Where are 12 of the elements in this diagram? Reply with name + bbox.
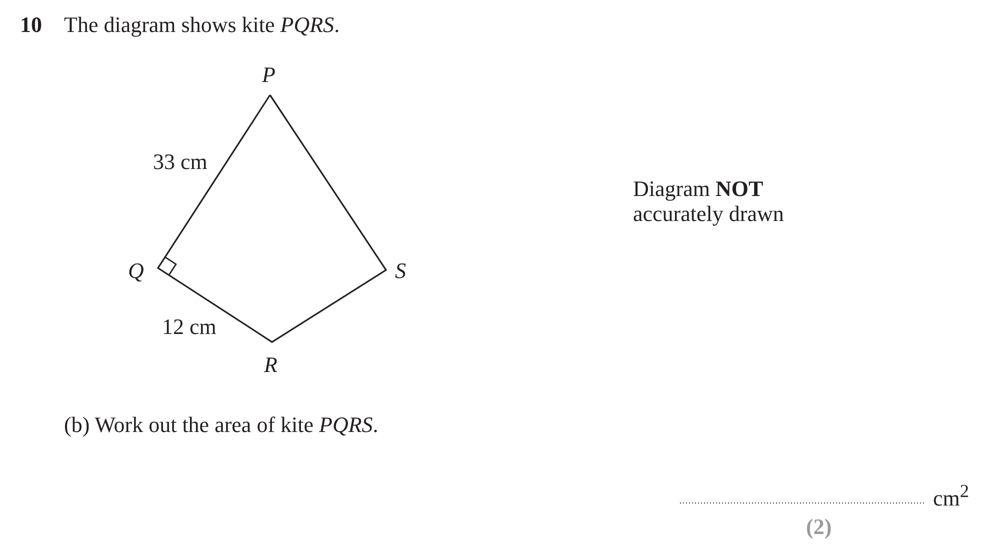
question-text: The diagram shows kite PQRS. bbox=[64, 12, 340, 38]
marks-label: (2) bbox=[806, 514, 832, 540]
dimension-label: 12 cm bbox=[162, 314, 216, 340]
vertex-label: P bbox=[262, 62, 276, 88]
dimension-label: 33 cm bbox=[153, 149, 208, 174]
question-number: 10 bbox=[20, 12, 42, 38]
vertex-label: R bbox=[264, 352, 278, 378]
diagram-note: Diagram NOT accurately drawn bbox=[633, 176, 785, 227]
unit-label: cm$^{2}$ bbox=[933, 481, 970, 511]
question-part-text: (b) Work out the area of kite PQRS. bbox=[64, 412, 378, 438]
vertex-label: Q bbox=[128, 258, 144, 284]
vertex-label: S bbox=[395, 258, 406, 284]
